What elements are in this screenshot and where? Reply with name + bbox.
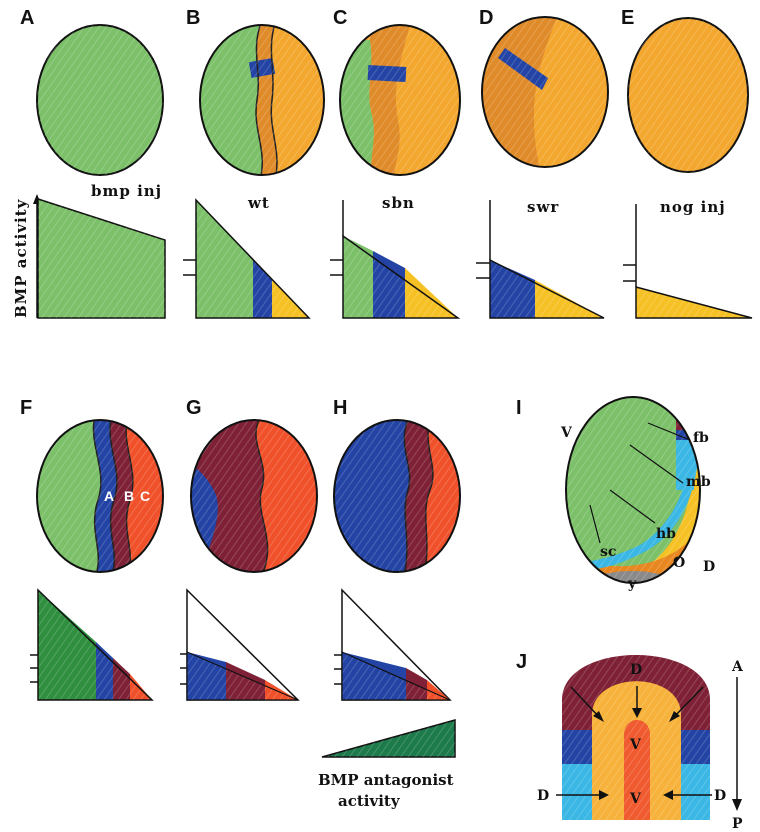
y-axis-label: BMP activity (12, 198, 30, 318)
panel-label-b: B (186, 7, 200, 29)
axis-label-posterior: P (732, 816, 743, 832)
condition-label-sbn: sbn (382, 194, 415, 212)
condition-label-nog-inj: nog inj (660, 198, 726, 216)
embryo-c (330, 20, 470, 190)
graph-a (38, 199, 165, 318)
graph-e (623, 204, 752, 318)
panel-label-c: C (333, 7, 347, 29)
region-label-sc: sc (600, 544, 616, 560)
graph-g (180, 590, 298, 700)
panel-j-ventral-upper: V (629, 737, 642, 753)
panel-j-dorsal-top: D (630, 662, 642, 678)
graph-d (476, 200, 604, 318)
region-label-o: O (673, 555, 685, 571)
region-label-fb: fb (693, 430, 709, 446)
embryo-b (190, 20, 340, 190)
panel-j-ventral-lower: V (629, 791, 642, 807)
panel-label-j: J (516, 651, 527, 673)
panel-j-dorsal-left: D (537, 788, 549, 804)
panel-label-d: D (479, 7, 493, 29)
axis-label-anterior: A (731, 659, 744, 675)
panel-i-ventral-label: V (560, 425, 573, 441)
graph-h (334, 590, 450, 700)
panel-i-dorsal-label: D (703, 559, 715, 575)
region-label-mb: mb (686, 474, 711, 490)
graph-b (183, 200, 309, 318)
zone-label-c: C (140, 488, 150, 504)
condition-label-swr: swr (527, 198, 559, 216)
condition-label-wt: wt (247, 194, 270, 212)
embryo-g (185, 415, 325, 580)
graph-c (330, 200, 458, 318)
antagonist-caption-line2: activity (338, 792, 401, 810)
embryo-h (330, 415, 470, 580)
embryo-d (475, 10, 620, 180)
panel-label-a: A (20, 7, 34, 29)
panel-label-g: G (186, 397, 202, 419)
embryo-f: A B C (30, 415, 170, 580)
panel-label-h: H (333, 397, 347, 419)
region-label-hb: hb (656, 526, 676, 542)
condition-label-bmp-inj: bmp inj (91, 182, 162, 200)
panel-label-i: I (516, 397, 522, 419)
panel-label-e: E (621, 7, 634, 29)
region-label-y: y (627, 576, 637, 592)
embryo-e (628, 18, 748, 172)
panel-label-f: F (20, 397, 32, 419)
embryo-a (37, 25, 163, 175)
zone-label-b: B (124, 488, 134, 504)
zone-label-a: A (104, 488, 114, 504)
panel-j-dorsal-right: D (714, 788, 726, 804)
embryo-i (560, 390, 710, 600)
antagonist-wedge (322, 720, 455, 757)
antagonist-caption-line1: BMP antagonist (318, 771, 454, 789)
graph-f (30, 590, 152, 700)
